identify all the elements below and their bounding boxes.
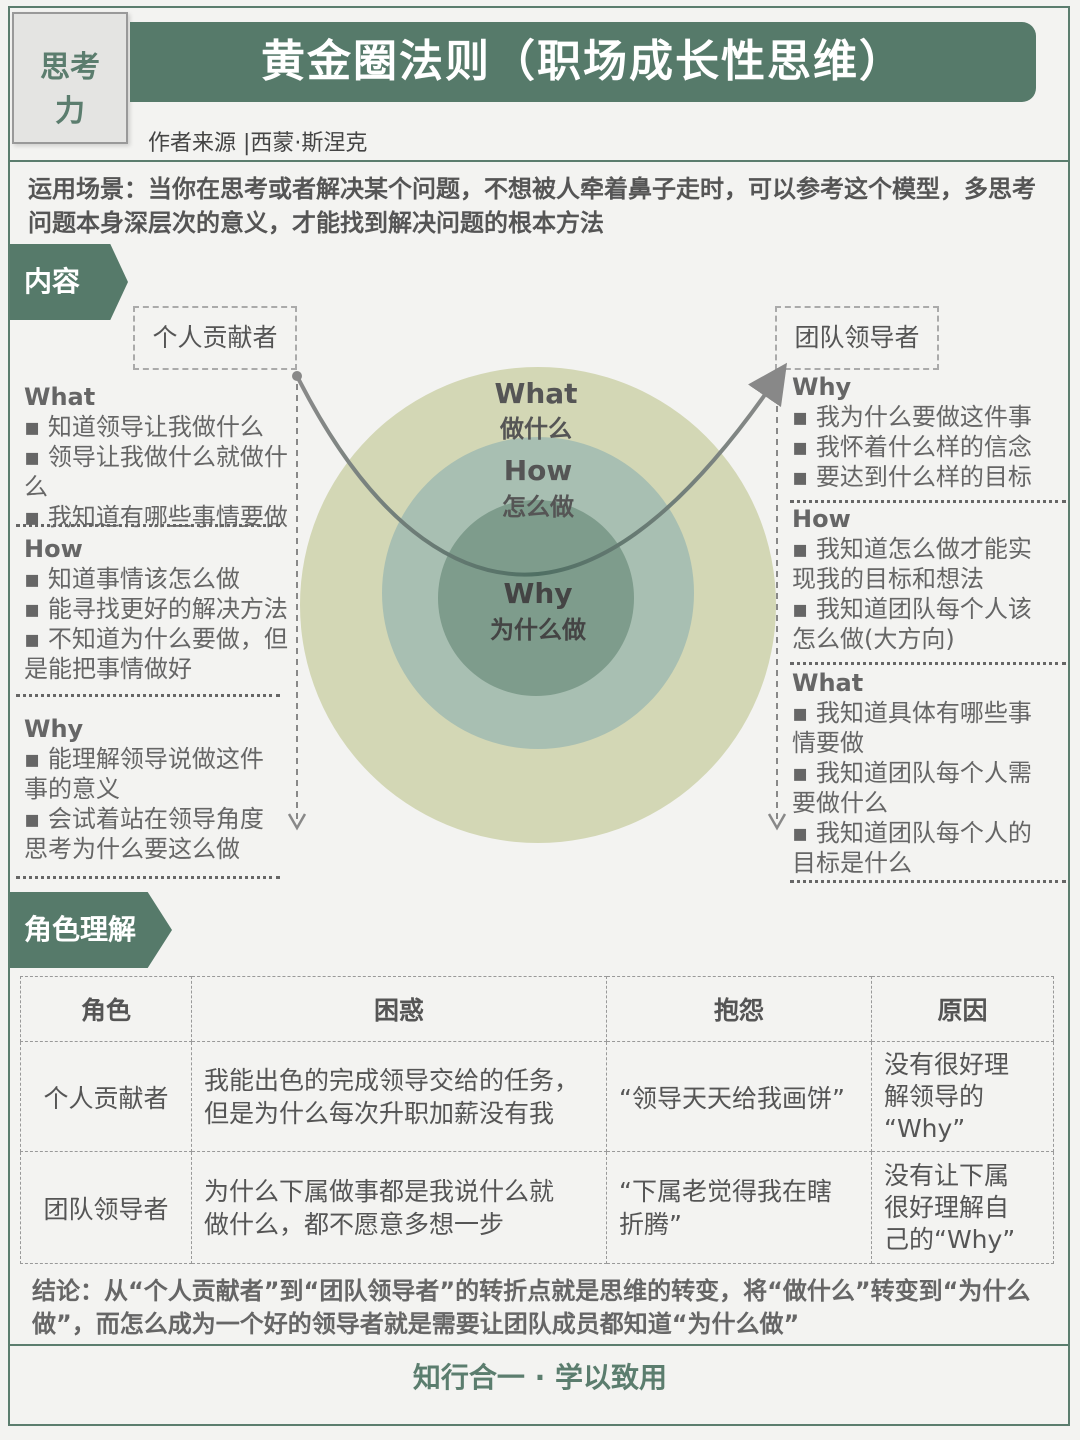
left-what-section: What ▪ 知道领导让我做什么 ▪ 领导让我做什么就做什么 ▪ 我知道有哪些事… bbox=[24, 382, 294, 532]
header-reason: 原因 bbox=[871, 976, 1054, 1042]
circle-how-en: How bbox=[504, 454, 573, 487]
author-source: 作者来源 |西蒙·斯涅克 bbox=[148, 131, 368, 156]
header-complaint: 抱怨 bbox=[606, 976, 872, 1042]
role-cell: 团队领导者 bbox=[20, 1151, 192, 1264]
right-arrow-head bbox=[767, 813, 787, 831]
confusion-cell: 为什么下属做事都是我说什么就 做什么，都不愿意多想一步 bbox=[191, 1151, 607, 1264]
list-item: ▪ 我知道团队每个人的 bbox=[792, 819, 1032, 847]
list-item: ▪ 我知道怎么做才能实 bbox=[792, 535, 1032, 563]
table-row: 个人贡献者 我能出色的完成领导交给的任务， 但是为什么每次升职加薪没有我 “领导… bbox=[20, 1041, 1054, 1152]
left-how-heading: How bbox=[24, 535, 83, 563]
cell-line: “领导天天给我画饼” bbox=[619, 1083, 845, 1113]
circle-why-en: Why bbox=[503, 577, 572, 610]
footer-slogan: 知行合一 · 学以致用 bbox=[412, 1361, 668, 1394]
transition-arrow bbox=[295, 362, 788, 577]
circle-how-zh: 怎么做 bbox=[502, 493, 574, 521]
left-arrow-head bbox=[287, 813, 307, 831]
circle-why-zh: 为什么做 bbox=[490, 616, 586, 644]
divider bbox=[790, 662, 1066, 665]
cell-line: “Why” bbox=[884, 1113, 966, 1143]
complaint-cell: “下属老觉得我在瞎 折腾” bbox=[606, 1151, 872, 1264]
header-confusion: 困惑 bbox=[191, 976, 607, 1042]
cell-line: “下属老觉得我在瞎 bbox=[619, 1176, 832, 1206]
page-title: 黄金圈法则（职场成长性思维） bbox=[130, 22, 1036, 102]
cell-line: 为什么下属做事都是我说什么就 bbox=[204, 1176, 555, 1206]
usage-scene: 运用场景：当你在思考或者解决某个问题，不想被人牵着鼻子走时，可以参考这个模型，多… bbox=[28, 175, 1036, 237]
table-row: 团队领导者 为什么下属做事都是我说什么就 做什么，都不愿意多想一步 “下属老觉得… bbox=[20, 1151, 1054, 1264]
right-what-section: What ▪ 我知道具体有哪些事 情要做 ▪ 我知道团队每个人需 要做什么 ▪ … bbox=[792, 668, 1062, 878]
circle-what-zh: 做什么 bbox=[499, 415, 572, 443]
divider bbox=[16, 524, 280, 527]
cell-line: 己的“Why” bbox=[884, 1224, 1016, 1254]
arrow-start-dot bbox=[292, 371, 302, 381]
cell-line: 做什么，都不愿意多想一步 bbox=[204, 1209, 505, 1239]
right-role-box: 团队领导者 bbox=[775, 306, 939, 370]
list-item: ▪ 领导让我做什么就做什么 bbox=[24, 443, 288, 501]
role-cell: 个人贡献者 bbox=[20, 1041, 192, 1152]
topic-badge: 思考 力 bbox=[12, 12, 128, 144]
list-item: 事的意义 bbox=[24, 775, 120, 803]
golden-circle-diagram: What 做什么 How 怎么做 Why 为什么做 bbox=[287, 362, 788, 843]
left-how-section: How ▪ 知道事情该怎么做 ▪ 能寻找更好的解决方法 ▪ 不知道为什么要做，但… bbox=[24, 534, 294, 684]
list-item: ▪ 知道事情该怎么做 bbox=[24, 565, 240, 593]
list-item: ▪ 我知道有哪些事情要做 bbox=[24, 503, 288, 531]
footer-divider bbox=[10, 1344, 1068, 1346]
right-why-section: Why ▪ 我为什么要做这件事 ▪ 我怀着什么样的信念 ▪ 要达到什么样的目标 bbox=[792, 372, 1062, 492]
cell-line: 没有很好理 bbox=[884, 1049, 1010, 1079]
list-item: 是能把事情做好 bbox=[24, 655, 192, 683]
left-role-box: 个人贡献者 bbox=[133, 306, 297, 370]
divider bbox=[16, 694, 280, 697]
right-why-heading: Why bbox=[792, 373, 852, 401]
list-item: ▪ 会试着站在领导角度 bbox=[24, 805, 264, 833]
complaint-cell: “领导天天给我画饼” bbox=[606, 1041, 872, 1152]
cell-line: 折腾” bbox=[619, 1209, 682, 1239]
section-label-roles: 角色理解 bbox=[10, 892, 172, 968]
reason-cell: 没有让下属 很好理解自 己的“Why” bbox=[871, 1151, 1054, 1264]
cell-line: 解领导的 bbox=[884, 1081, 985, 1111]
list-item: ▪ 我知道团队每个人该 bbox=[792, 595, 1032, 623]
list-item: ▪ 我为什么要做这件事 bbox=[792, 403, 1032, 431]
list-item: ▪ 能理解领导说做这件 bbox=[24, 745, 264, 773]
list-item: 要做什么 bbox=[792, 789, 888, 817]
left-why-heading: Why bbox=[24, 715, 84, 743]
list-item: 怎么做(大方向) bbox=[792, 625, 955, 653]
roles-table: 角色 困惑 抱怨 原因 个人贡献者 我能出色的完成领导交给的任务， 但是为什么每… bbox=[20, 976, 1054, 1264]
list-item: 思考为什么要这么做 bbox=[24, 835, 240, 863]
conclusion: 结论：从“个人贡献者”到“团队领导者”的转折点就是思维的转变，将“做什么”转变到… bbox=[32, 1277, 1031, 1338]
list-item: ▪ 能寻找更好的解决方法 bbox=[24, 595, 288, 623]
confusion-cell: 我能出色的完成领导交给的任务， 但是为什么每次升职加薪没有我 bbox=[191, 1041, 607, 1152]
cell-line: 我能出色的完成领导交给的任务， bbox=[204, 1065, 580, 1095]
list-item: ▪ 要达到什么样的目标 bbox=[792, 463, 1032, 491]
right-what-heading: What bbox=[792, 669, 864, 697]
list-item: 现我的目标和想法 bbox=[792, 565, 984, 593]
badge-line-1: 思考 bbox=[40, 50, 100, 85]
circle-why bbox=[438, 500, 634, 696]
right-how-section: How ▪ 我知道怎么做才能实 现我的目标和想法 ▪ 我知道团队每个人该 怎么做… bbox=[792, 504, 1062, 654]
list-item: 情要做 bbox=[792, 729, 864, 757]
circle-what-en: What bbox=[494, 377, 577, 410]
section-label-content: 内容 bbox=[10, 244, 128, 320]
divider bbox=[790, 500, 1066, 503]
cell-line: 很好理解自 bbox=[884, 1192, 1010, 1222]
left-what-heading: What bbox=[24, 383, 96, 411]
badge-line-2: 力 bbox=[55, 94, 85, 129]
header-role: 角色 bbox=[20, 976, 192, 1042]
header-divider bbox=[10, 160, 1068, 162]
right-how-heading: How bbox=[792, 505, 851, 533]
divider bbox=[16, 876, 280, 879]
list-item: ▪ 不知道为什么要做，但 bbox=[24, 625, 288, 653]
list-item: ▪ 我怀着什么样的信念 bbox=[792, 433, 1032, 461]
left-why-section: Why ▪ 能理解领导说做这件 事的意义 ▪ 会试着站在领导角度 思考为什么要这… bbox=[24, 714, 294, 864]
divider bbox=[790, 880, 1066, 883]
cell-line: 但是为什么每次升职加薪没有我 bbox=[204, 1098, 555, 1128]
table-header-row: 角色 困惑 抱怨 原因 bbox=[20, 976, 1054, 1042]
list-item: ▪ 知道领导让我做什么 bbox=[24, 413, 264, 441]
list-item: 目标是什么 bbox=[792, 849, 912, 877]
cell-line: 没有让下属 bbox=[884, 1160, 1010, 1190]
reason-cell: 没有很好理 解领导的 “Why” bbox=[871, 1041, 1054, 1152]
list-item: ▪ 我知道具体有哪些事 bbox=[792, 699, 1032, 727]
page-frame bbox=[8, 6, 1070, 1426]
list-item: ▪ 我知道团队每个人需 bbox=[792, 759, 1032, 787]
